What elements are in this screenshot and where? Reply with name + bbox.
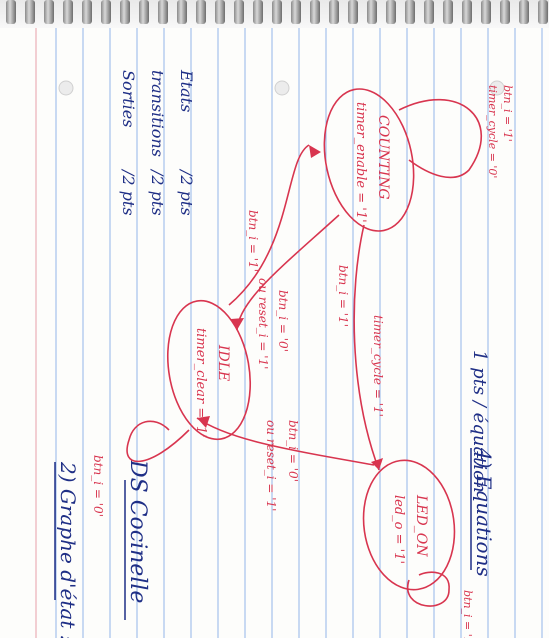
state-counting-circle (323, 88, 415, 232)
spiral-ring (272, 0, 282, 24)
state-counting-action: timer_enable = '1' (353, 102, 368, 223)
grade-label-outputs: Sorties (119, 70, 138, 127)
spiral-ring (25, 0, 35, 24)
label-counting-to-idle-a: btn_i = '0' (276, 290, 290, 352)
spiral-binding (0, 0, 549, 28)
section-2-title: 2) Graphe d'état : (56, 461, 80, 638)
spiral-ring (44, 0, 54, 24)
spiral-ring (443, 0, 453, 24)
equation-points: 1 pts / équation (469, 350, 490, 493)
spiral-ring (462, 0, 472, 24)
spiral-ring (63, 0, 73, 24)
spiral-ring (6, 0, 16, 24)
loop-counting-self (398, 98, 482, 179)
arrow-counting-to-led (353, 224, 380, 471)
spiral-ring (386, 0, 396, 24)
spiral-ring (424, 0, 434, 24)
spiral-ring (120, 0, 130, 24)
arrow-idle-to-counting (228, 144, 310, 306)
label-counting-to-idle-b: ou reset_i = '1' (256, 278, 270, 369)
spiral-ring (519, 0, 529, 24)
label-led-to-idle-a: btn_i = '0' (286, 420, 300, 482)
spiral-ring (405, 0, 415, 24)
spiral-ring (139, 0, 149, 24)
spiral-ring (367, 0, 377, 24)
state-idle-action: timer_clear = '1' (193, 328, 208, 438)
spiral-ring (177, 0, 187, 24)
punch-hole (274, 80, 290, 96)
loop-led-self (406, 571, 450, 607)
grade-points-states: /2 pts (177, 168, 196, 216)
state-idle-name: IDLE (215, 344, 231, 381)
arrowhead-idle-to-counting (309, 145, 321, 158)
spiral-ring (158, 0, 168, 24)
punch-hole (58, 80, 74, 96)
spiral-ring (234, 0, 244, 24)
heading: DS Cocinelle (125, 459, 150, 603)
spiral-ring (310, 0, 320, 24)
arrowhead-counting-to-idle (231, 318, 244, 330)
grade-points-outputs: /2 pts (119, 168, 138, 216)
grade-label-transitions: transitions (148, 70, 167, 157)
punch-hole (489, 80, 505, 96)
arrowhead-counting-to-led (371, 458, 383, 470)
label-led-to-idle-b: ou reset_i = '1' (264, 420, 278, 511)
state-counting-name: COUNTING (375, 115, 391, 200)
label-counting-self-a: btn_i = '1' (501, 85, 514, 142)
grade-points-transitions: /2 pts (148, 168, 167, 216)
spiral-ring (215, 0, 225, 24)
label-idle-self: btn_i = '0' (91, 455, 105, 517)
spiral-ring (348, 0, 358, 24)
label-counting-self-b: timer_cycle = '0' (486, 85, 499, 178)
label-counting-to-led-b: timer_cycle = '1' (371, 315, 385, 417)
grade-label-states: Etats (177, 69, 196, 112)
spiral-ring (329, 0, 339, 24)
loop-idle-self (126, 420, 190, 463)
label-idle-to-counting: btn_i = '1' (246, 210, 260, 272)
section-4-title: 4) Equations (472, 447, 496, 577)
spiral-ring (82, 0, 92, 24)
spiral-ring (291, 0, 301, 24)
state-led-on-action: led_o = '1' (391, 495, 406, 564)
spiral-ring (538, 0, 548, 24)
state-led-on-name: LED_ON (413, 494, 429, 557)
label-led-self: btn_i = '1' (461, 590, 474, 638)
spiral-ring (481, 0, 491, 24)
state-led-on-circle (362, 459, 456, 591)
label-counting-to-led-a: btn_i = '1' (336, 265, 350, 327)
spiral-ring (101, 0, 111, 24)
arrowhead-led-to-idle (197, 416, 210, 428)
spiral-ring (196, 0, 206, 24)
spiral-ring (253, 0, 263, 24)
state-idle-circle (166, 299, 252, 441)
arrow-led-to-idle (196, 417, 375, 466)
spiral-ring (500, 0, 510, 24)
